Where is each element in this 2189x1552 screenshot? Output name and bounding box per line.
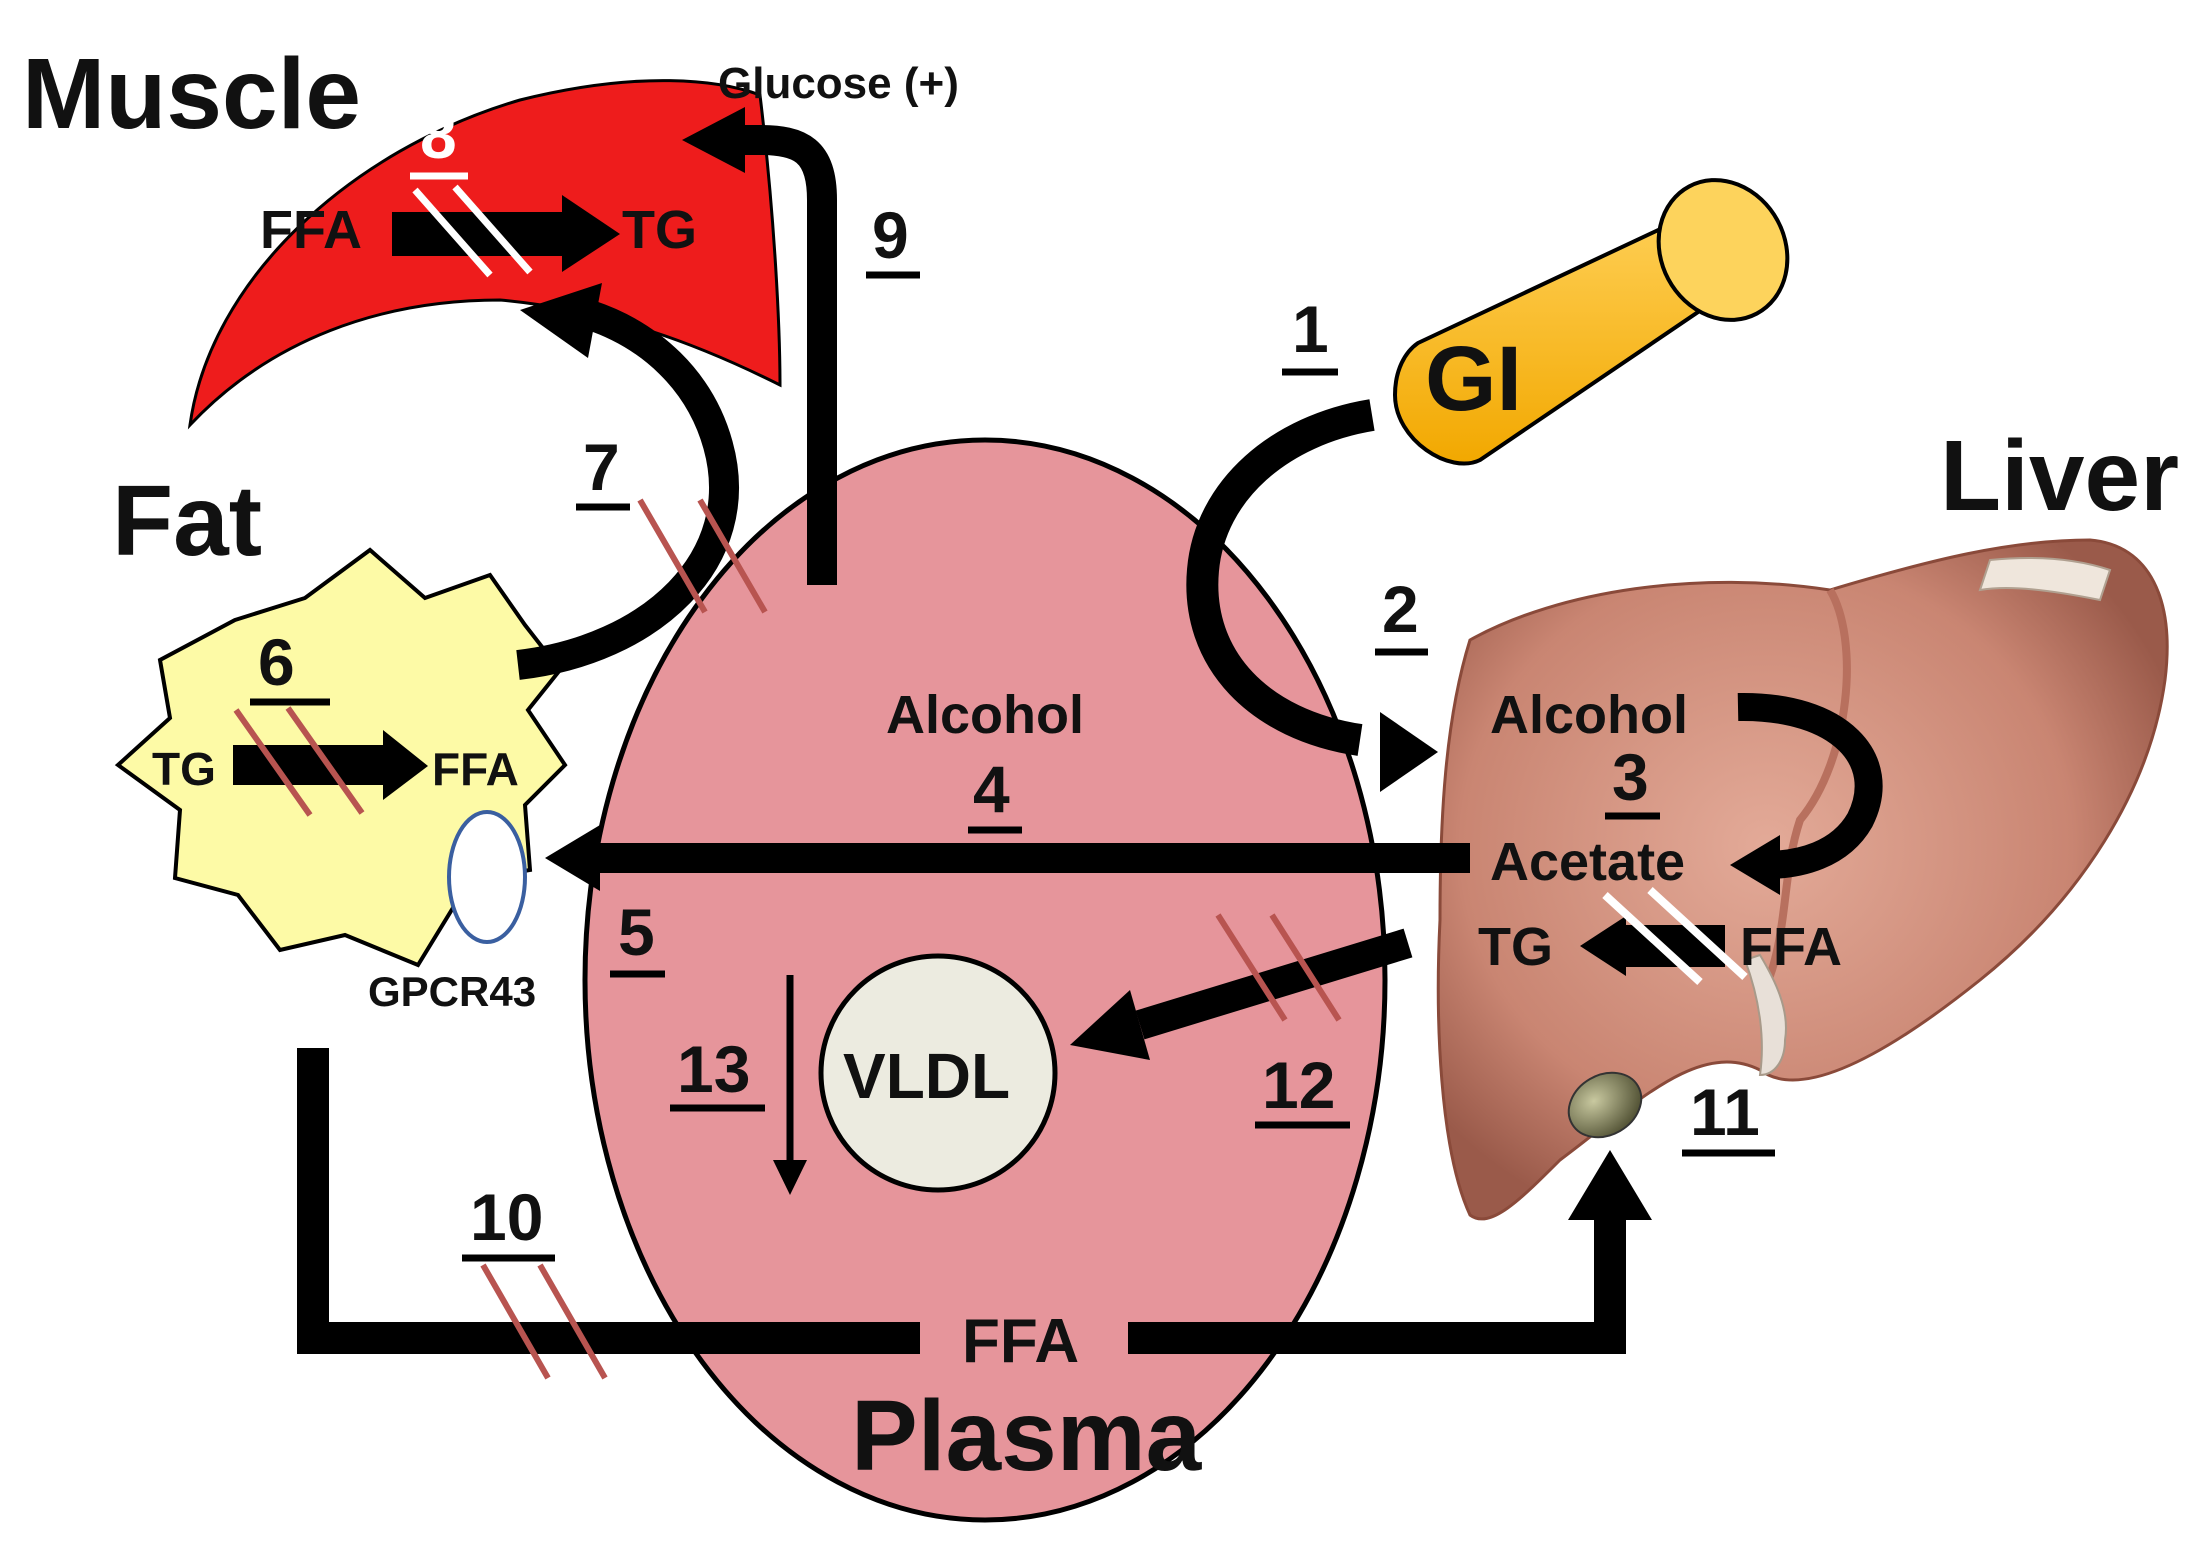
arrow-3-alcohol-to-acetate (1730, 692, 1883, 895)
plasma-label: Plasma (851, 1380, 1203, 1492)
muscle-ffa-label: FFA (260, 200, 362, 260)
arrow-9-glucose (682, 107, 837, 585)
fat-label: Fat (112, 465, 262, 577)
inhibition-mark-6 (233, 706, 365, 817)
step-number-7: 7 (583, 430, 620, 504)
gpcr43-label: GPCR43 (368, 968, 536, 1015)
gi-tube (1392, 178, 1790, 466)
arrow-muscle-ffa-to-tg (392, 195, 620, 272)
gi-label: GI (1425, 328, 1522, 430)
arrow-4-acetate-to-fat (545, 825, 1470, 891)
arrow-13-vldl-down (773, 975, 807, 1195)
liver-label: Liver (1940, 420, 2179, 532)
vldl-particle (818, 953, 1058, 1193)
liver-illustration (1436, 538, 2169, 1221)
step-number-13: 13 (677, 1032, 750, 1106)
glucose-label: Glucose (+) (718, 59, 959, 108)
step-number-1: 1 (1292, 292, 1329, 366)
liver-tg-label: TG (1478, 917, 1553, 977)
step-number-2: 2 (1382, 572, 1419, 646)
step-number-12: 12 (1262, 1048, 1335, 1122)
muscle-tg-label: TG (622, 200, 697, 260)
inhibition-mark-liver (1602, 887, 1748, 985)
plasma-ffa-label: FFA (962, 1307, 1079, 1376)
inhibition-mark-10 (480, 1263, 608, 1380)
liver-acetate-label: Acetate (1490, 832, 1685, 892)
muscle-label: Muscle (22, 38, 361, 150)
arrow-7-fat-to-muscle (516, 283, 739, 680)
liver-alcohol-label: Alcohol (1490, 685, 1688, 745)
vldl-label: VLDL (843, 1040, 1010, 1112)
step-number-9: 9 (872, 198, 909, 272)
arrow-fat-tg-to-ffa (233, 730, 428, 800)
step-number-6: 6 (258, 625, 295, 699)
step-number-4: 4 (973, 752, 1010, 826)
inhibition-mark-8 (412, 184, 533, 278)
step-number-8: 8 (420, 98, 457, 172)
step-number-3: 3 (1612, 740, 1649, 814)
step-number-10: 10 (470, 1180, 543, 1254)
step-number-5: 5 (618, 895, 655, 969)
fat-tg-label: TG (152, 743, 216, 795)
step-number-11: 11 (1690, 1075, 1760, 1149)
gallbladder (1567, 1071, 1643, 1139)
liver-ffa-label: FFA (1740, 917, 1842, 977)
arrow-1-2-gi-to-liver (1186, 399, 1438, 792)
fat-ffa-label: FFA (432, 743, 519, 795)
plasma-alcohol-label: Alcohol (886, 685, 1084, 745)
gpcr43-receptor (447, 810, 527, 944)
inhibition-mark-7 (637, 498, 768, 614)
arrow-10-11-fat-ffa-to-liver (297, 1048, 1652, 1354)
arrow-12-liver-to-vldl (1070, 928, 1413, 1060)
inhibition-mark-12 (1215, 913, 1342, 1022)
